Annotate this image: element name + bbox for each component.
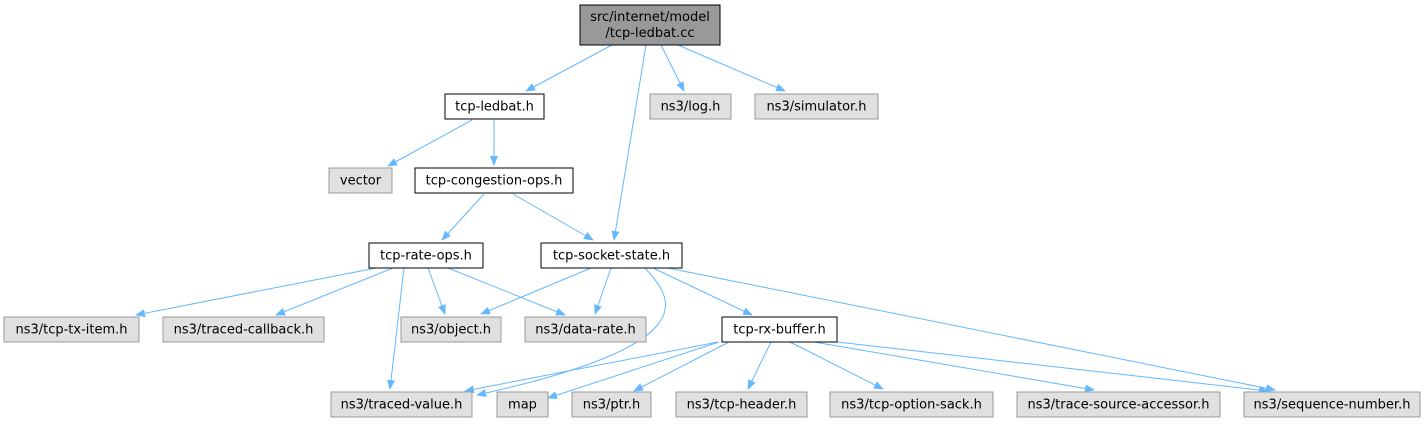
node-label: tcp-rate-ops.h [380, 249, 472, 264]
node-label: ns3/data-rate.h [535, 323, 635, 338]
node-label: ns3/tcp-header.h [687, 398, 797, 413]
node-label: ns3/log.h [661, 100, 721, 115]
node-label: ns3/traced-callback.h [174, 323, 314, 338]
edge-tcp_rate_ops_h-to-ns3_data_rate_h [447, 267, 566, 316]
edge-tcp_rx_buffer_h-to-map [547, 341, 720, 400]
edge-tcp_rate_ops_h-to-ns3_tcp_tx_item_h [135, 267, 377, 318]
node-ns3-traced-value-h: ns3/traced-value.h [330, 391, 473, 418]
node-box [829, 391, 994, 418]
edge-tcp_socket_state_h-to-ns3_traced_value_h [476, 267, 666, 397]
edge-tcp_rx_buffer_h-to-ns3_ptr_h [633, 341, 730, 392]
node-ns3-simulator-h: ns3/simulator.h [754, 93, 879, 120]
edge-tcp_socket_state_h-to-ns3_data_rate_h [594, 267, 612, 315]
node-label: ns3/trace-source-accessor.h [1027, 398, 1209, 413]
edge-tcp_rate_ops_h-to-ns3_traced_value_h [387, 267, 405, 390]
node-box [524, 316, 647, 343]
node-label: /tcp-ledbat.cc [605, 26, 694, 41]
edge-tcp_rx_buffer_h-to-ns3_tcp_option_sack_h [789, 341, 884, 390]
node-label: ns3/traced-value.h [341, 398, 463, 413]
node-label: tcp-congestion-ops.h [426, 174, 563, 189]
node-ns3-data-rate-h: ns3/data-rate.h [524, 316, 647, 343]
edge-tcp_ledbat_h-to-vector [387, 119, 473, 167]
node-ns3-object-h: ns3/object.h [400, 316, 502, 343]
edge-tcp_congestion_ops_h-to-tcp_socket_state_h [512, 193, 594, 241]
node-box [400, 316, 502, 343]
edge-tcp_rx_buffer_h-to-ns3_trace_source_accessor_h [813, 341, 1095, 393]
node-box [330, 391, 473, 418]
node-ns3-tcp-option-sack-h: ns3/tcp-option-sack.h [829, 391, 994, 418]
node-box [328, 167, 393, 194]
node-tcp-socket-state-h[interactable]: tcp-socket-state.h [540, 242, 683, 269]
node-box [496, 391, 549, 418]
node-box [754, 93, 879, 120]
node-label: tcp-rx-buffer.h [733, 323, 826, 338]
node-layer: src/internet/model/tcp-ledbat.cc tcp-ledb… [3, 4, 1421, 418]
node-tcp-congestion-ops-h[interactable]: tcp-congestion-ops.h [414, 167, 574, 194]
node-tcp-rate-ops-h[interactable]: tcp-rate-ops.h [368, 242, 484, 269]
edge-root-to-tcp_socket_state_h [611, 44, 647, 241]
node-ns3-sequence-number-h: ns3/sequence-number.h [1243, 391, 1421, 418]
edge-layer [135, 44, 1276, 400]
node-box [414, 167, 574, 194]
node-box [540, 242, 683, 269]
edge-root-to-tcp_ledbat_h [525, 44, 613, 92]
node-label: ns3/sequence-number.h [1254, 398, 1411, 413]
node-box [3, 316, 140, 343]
node-label: tcp-socket-state.h [553, 249, 670, 264]
edge-tcp_congestion_ops_h-to-tcp_rate_ops_h [441, 193, 485, 241]
node-box [1243, 391, 1421, 418]
node-label: map [508, 398, 537, 413]
node-label: ns3/ptr.h [583, 398, 641, 413]
node-map: map [496, 391, 549, 418]
node-label: vector [340, 174, 382, 189]
node-ns3-ptr-h: ns3/ptr.h [571, 391, 652, 418]
node-ns3-tcp-header-h: ns3/tcp-header.h [675, 391, 808, 418]
node-root: src/internet/model/tcp-ledbat.cc [579, 4, 721, 46]
node-box [675, 391, 808, 418]
edge-tcp_socket_state_h-to-ns3_sequence_number_h [667, 267, 1276, 393]
node-box [571, 391, 652, 418]
node-ns3-tcp-tx-item-h: ns3/tcp-tx-item.h [3, 316, 140, 343]
node-box [1016, 391, 1221, 418]
node-ns3-trace-source-accessor-h: ns3/trace-source-accessor.h [1016, 391, 1221, 418]
node-tcp-rx-buffer-h[interactable]: tcp-rx-buffer.h [721, 316, 838, 343]
edge-tcp_rate_ops_h-to-ns3_traced_callback_h [275, 267, 394, 316]
node-label: tcp-ledbat.h [455, 100, 534, 115]
edge-tcp_rate_ops_h-to-ns3_object_h [427, 267, 446, 315]
node-label: ns3/object.h [411, 323, 491, 338]
edge-root-to-ns3_log_h [660, 44, 685, 92]
edge-tcp_rx_buffer_h-to-ns3_traced_value_h [464, 341, 719, 394]
node-box [368, 242, 484, 269]
node-label: ns3/tcp-tx-item.h [15, 323, 127, 338]
edge-tcp_socket_state_h-to-ns3_object_h [480, 267, 592, 315]
node-ns3-traced-callback-h: ns3/traced-callback.h [162, 316, 325, 343]
node-box [649, 93, 732, 120]
edge-tcp_rx_buffer_h-to-ns3_sequence_number_h [836, 341, 1269, 394]
node-box [721, 316, 838, 343]
node-ns3-log-h: ns3/log.h [649, 93, 732, 120]
node-vector: vector [328, 167, 393, 194]
node-tcp-ledbat-h[interactable]: tcp-ledbat.h [444, 93, 545, 120]
edge-tcp_socket_state_h-to-tcp_rx_buffer_h [652, 267, 753, 316]
edge-tcp_rx_buffer_h-to-ns3_tcp_header_h [747, 341, 772, 390]
node-label: src/internet/model [590, 10, 710, 25]
node-box [444, 93, 545, 120]
edge-root-to-ns3_simulator_h [677, 44, 786, 92]
node-label: ns3/simulator.h [766, 100, 866, 115]
node-label: ns3/tcp-option-sack.h [841, 398, 982, 413]
node-box [579, 4, 721, 46]
node-box [162, 316, 325, 343]
